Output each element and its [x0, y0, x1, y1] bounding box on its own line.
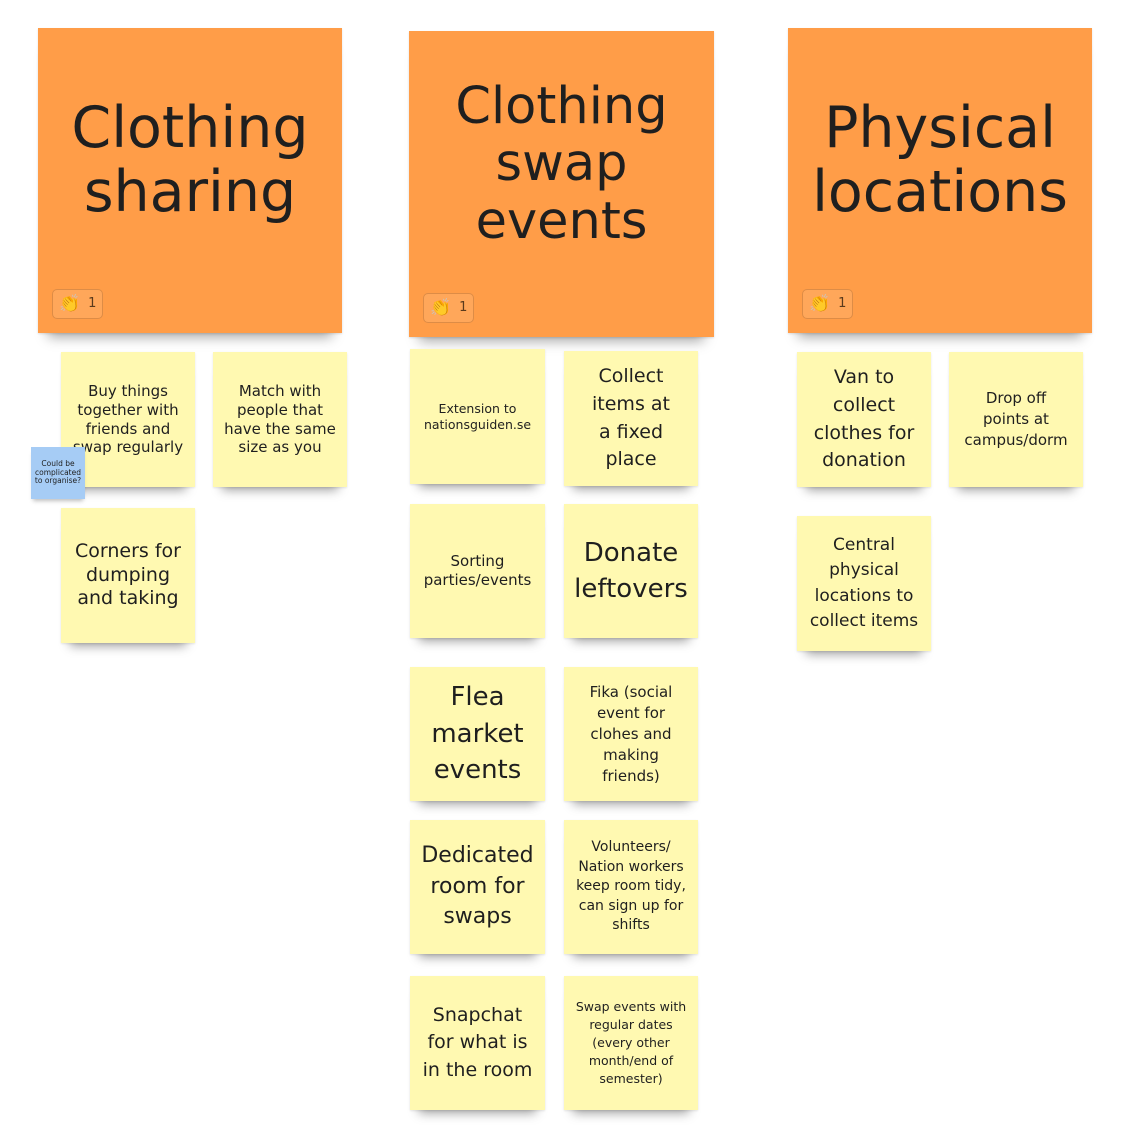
sticky-note-text: Collect items at a fixed place: [592, 365, 670, 471]
reaction-count: 1: [88, 295, 97, 311]
sticky-note-text: Donate leftovers: [574, 537, 688, 604]
sticky-note-text: Match with people that have the same siz…: [224, 382, 336, 457]
header-note-text: Clothing swap events: [455, 77, 668, 251]
sticky-note-text: Drop off points at campus/dorm: [964, 389, 1068, 449]
sticky-note[interactable]: Donate leftovers: [564, 504, 698, 638]
clap-reaction[interactable]: 👏 1: [52, 289, 104, 319]
comment-sticky-note[interactable]: Could be complicated to organise?: [31, 447, 85, 499]
clap-icon: 👏: [59, 293, 81, 314]
sticky-note-text: Volunteers/ Nation workers keep room tid…: [576, 839, 686, 934]
sticky-note[interactable]: Drop off points at campus/dorm: [949, 352, 1083, 487]
clap-icon: 👏: [430, 297, 452, 318]
sticky-note[interactable]: Swap events with regular dates (every ot…: [564, 976, 698, 1110]
sticky-note-text: Could be complicated to organise?: [34, 459, 82, 486]
sticky-note-text: Corners for dumping and taking: [75, 539, 181, 610]
header-note-text: Physical locations: [812, 94, 1068, 225]
clap-reaction[interactable]: 👏 1: [802, 289, 854, 319]
sticky-note[interactable]: Van to collect clothes for donation: [797, 352, 931, 487]
reaction-count: 1: [838, 295, 847, 311]
sticky-note-text: Sorting parties/events: [423, 552, 532, 589]
sticky-note[interactable]: Extension to nationsguiden.se: [410, 349, 545, 484]
header-note-physical-locations[interactable]: Physical locations 👏 1: [788, 28, 1092, 333]
clap-reaction[interactable]: 👏 1: [423, 293, 475, 323]
header-note-text: Clothing sharing: [71, 94, 309, 225]
sticky-note[interactable]: Fika (social event for clohes and making…: [564, 667, 698, 801]
sticky-note-text: Van to collect clothes for donation: [813, 366, 915, 472]
header-note-clothing-sharing[interactable]: Clothing sharing 👏 1: [38, 28, 342, 333]
sticky-note-text: Snapchat for what is in the room: [422, 1003, 533, 1081]
sticky-note-text: Buy things together with friends and swa…: [72, 382, 184, 457]
reaction-count: 1: [459, 299, 468, 315]
sticky-note[interactable]: Sorting parties/events: [410, 504, 545, 638]
sticky-note[interactable]: Dedicated room for swaps: [410, 820, 545, 954]
sticky-note-text: Dedicated room for swaps: [421, 842, 534, 930]
sticky-note[interactable]: Match with people that have the same siz…: [213, 352, 347, 487]
sticky-note[interactable]: Corners for dumping and taking: [61, 508, 195, 643]
sticky-note[interactable]: Collect items at a fixed place: [564, 351, 698, 486]
header-note-clothing-swap-events[interactable]: Clothing swap events 👏 1: [409, 31, 714, 337]
clap-icon: 👏: [809, 293, 831, 314]
sticky-note-text: Flea market events: [431, 682, 524, 786]
sticky-note-text: Fika (social event for clohes and making…: [589, 682, 673, 785]
sticky-note[interactable]: Flea market events: [410, 667, 545, 801]
sticky-note-text: Extension to nationsguiden.se: [423, 400, 532, 432]
sticky-note[interactable]: Volunteers/ Nation workers keep room tid…: [564, 820, 698, 954]
sticky-note-text: Swap events with regular dates (every ot…: [575, 998, 687, 1087]
sticky-note-text: Central physical locations to collect it…: [809, 534, 919, 632]
sticky-note[interactable]: Snapchat for what is in the room: [410, 976, 545, 1110]
sticky-note[interactable]: Central physical locations to collect it…: [797, 516, 931, 651]
